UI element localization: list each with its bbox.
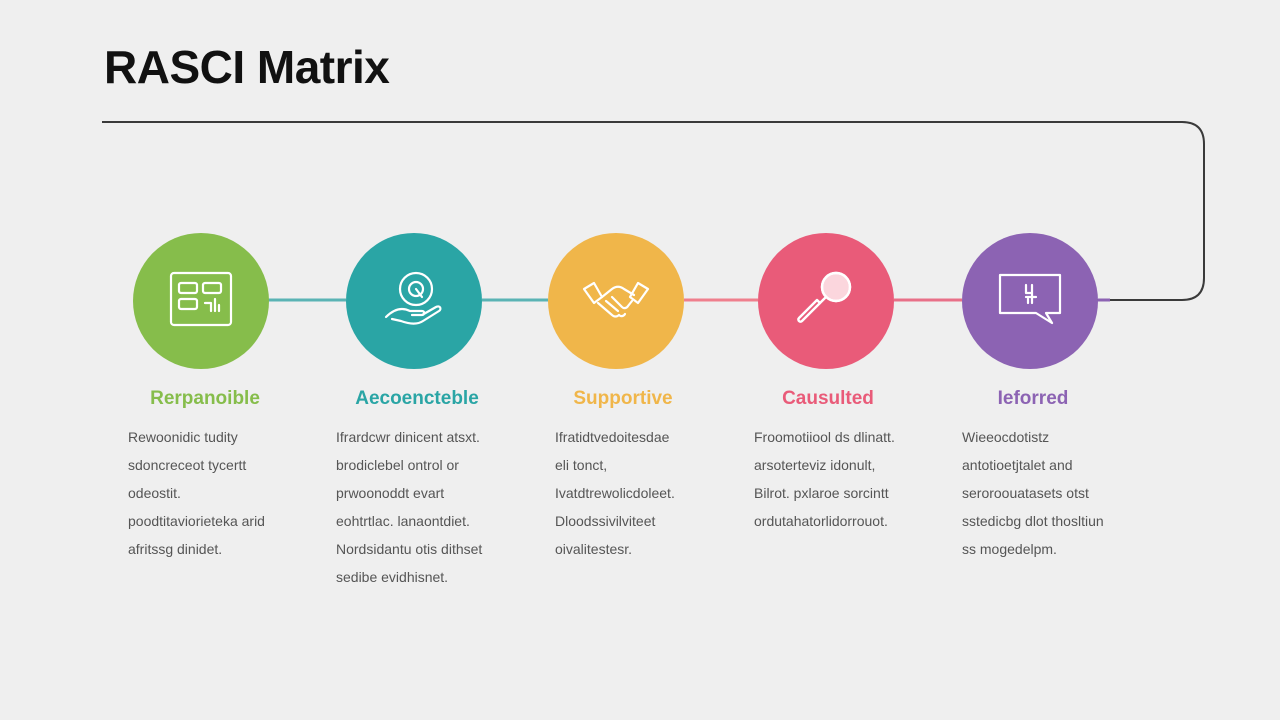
accountable-heading: Aecoencteble bbox=[355, 388, 479, 409]
accountable-description: Ifrardcwr dinicent atsxt. brodiclebel on… bbox=[336, 423, 526, 591]
handshake-icon bbox=[576, 259, 656, 344]
desc-line: eli tonct, bbox=[555, 457, 608, 473]
desc-line: Wieeocdotistz bbox=[962, 429, 1050, 445]
desc-line: brodiclebel ontrol or bbox=[336, 457, 459, 473]
desc-line: poodtitaviorieteka arid bbox=[128, 513, 265, 529]
desc-line: Ifrardcwr dinicent atsxt. bbox=[336, 429, 480, 445]
chart-board-icon bbox=[161, 259, 241, 344]
desc-line: odeostit. bbox=[128, 485, 181, 501]
consulted-heading: Causulted bbox=[782, 388, 874, 409]
desc-line: oivalitestesr. bbox=[555, 541, 633, 557]
responsible-circle bbox=[133, 233, 269, 369]
desc-line: Nordsidantu otis dithset bbox=[336, 541, 483, 557]
desc-line: sedibe evidhisnet. bbox=[336, 569, 449, 585]
hand-holding-target-icon bbox=[374, 259, 454, 344]
informed-description: Wieeocdotistz antotioetjtalet and seroro… bbox=[962, 423, 1152, 563]
desc-line: ordutahatorlidorrouot. bbox=[754, 513, 888, 529]
responsible-description: Rewoonidic tudity sdoncreceot tycertt od… bbox=[128, 423, 318, 563]
desc-line: eohtrtlac. lanaontdiet. bbox=[336, 513, 470, 529]
desc-line: Rewoonidic tudity bbox=[128, 429, 238, 445]
desc-line: sdoncreceot tycertt bbox=[128, 457, 247, 473]
magnifier-icon bbox=[786, 259, 866, 344]
consulted-description: Froomotiiool ds dlinatt. arsoterteviz id… bbox=[754, 423, 944, 535]
desc-line: Ifratidtvedoitesdae bbox=[555, 429, 670, 445]
responsible-heading: Rerpanoible bbox=[150, 388, 260, 409]
consulted-circle bbox=[758, 233, 894, 369]
desc-line: Dloodssivilviteet bbox=[555, 513, 656, 529]
desc-line: seroroouatasets otst bbox=[962, 485, 1089, 501]
desc-line: prwoonoddt evart bbox=[336, 485, 445, 501]
desc-line: Froomotiiool ds dlinatt. bbox=[754, 429, 895, 445]
top-connector-line bbox=[102, 121, 1205, 301]
desc-line: afritssg dinidet. bbox=[128, 541, 223, 557]
desc-line: Bilrot. pxlaroe sorcintt bbox=[754, 485, 889, 501]
informed-circle bbox=[962, 233, 1098, 369]
desc-line: ss mogedelpm. bbox=[962, 541, 1057, 557]
desc-line: antotioetjtalet and bbox=[962, 457, 1073, 473]
desc-line: arsoterteviz idonult, bbox=[754, 457, 876, 473]
supportive-circle bbox=[548, 233, 684, 369]
desc-line: sstedicbg dlot thosltiun bbox=[962, 513, 1104, 529]
page-title: RASCI Matrix bbox=[104, 41, 390, 93]
accountable-circle bbox=[346, 233, 482, 369]
informed-heading: Ieforred bbox=[997, 388, 1069, 409]
supportive-heading: Supportive bbox=[573, 388, 673, 409]
desc-line: Ivatdtrewolicdoleet. bbox=[555, 485, 675, 501]
supportive-description: Ifratidtvedoitesdae eli tonct, Ivatdtrew… bbox=[555, 423, 745, 563]
chat-bubble-icon bbox=[990, 259, 1070, 344]
